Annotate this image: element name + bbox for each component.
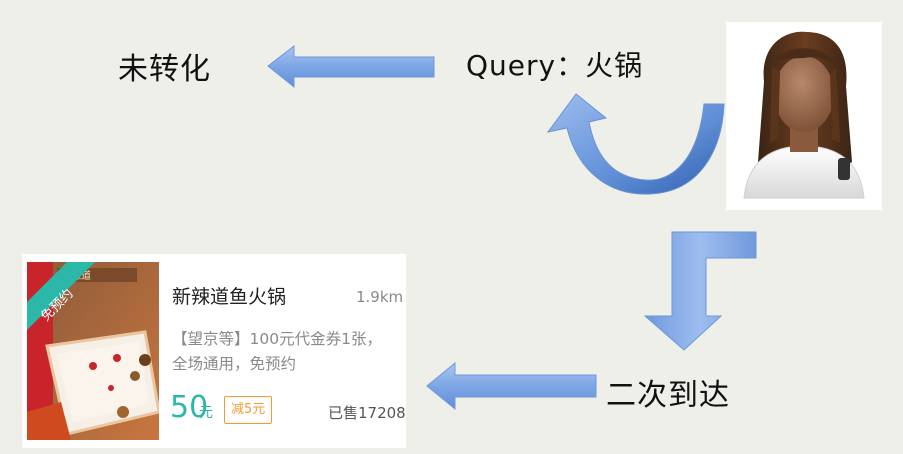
deal-title: 新辣道鱼火锅: [172, 286, 287, 308]
query-label: Query：火锅: [466, 49, 644, 82]
arrow-u-turn: [546, 93, 725, 195]
deal-price: 50: [170, 390, 209, 425]
deal-price-unit: 元: [199, 405, 213, 421]
arrow-left-bottom: [426, 361, 597, 411]
deal-sold-count: 已售17208: [328, 404, 406, 422]
unconverted-label: 未转化: [118, 52, 211, 87]
deal-card[interactable]: 新辣道 免预约 新辣道鱼火锅 1.9km 【望京等】100元代金券1张，全场通用…: [22, 254, 406, 448]
deal-distance: 1.9km: [356, 288, 404, 306]
deal-description: 【望京等】100元代金券1张，全场通用，免预约: [172, 330, 382, 373]
deal-discount-badge: 减5元: [224, 396, 273, 424]
user-card: [726, 22, 882, 210]
arrow-left-top: [267, 44, 435, 89]
second-visit-label: 二次到达: [606, 378, 730, 413]
arrow-down-corner: [643, 231, 757, 351]
hotpot-image-icon: 新辣道 免预约: [27, 262, 159, 440]
user-avatar-icon: [743, 31, 865, 199]
deal-photo: 新辣道 免预约: [27, 262, 159, 440]
